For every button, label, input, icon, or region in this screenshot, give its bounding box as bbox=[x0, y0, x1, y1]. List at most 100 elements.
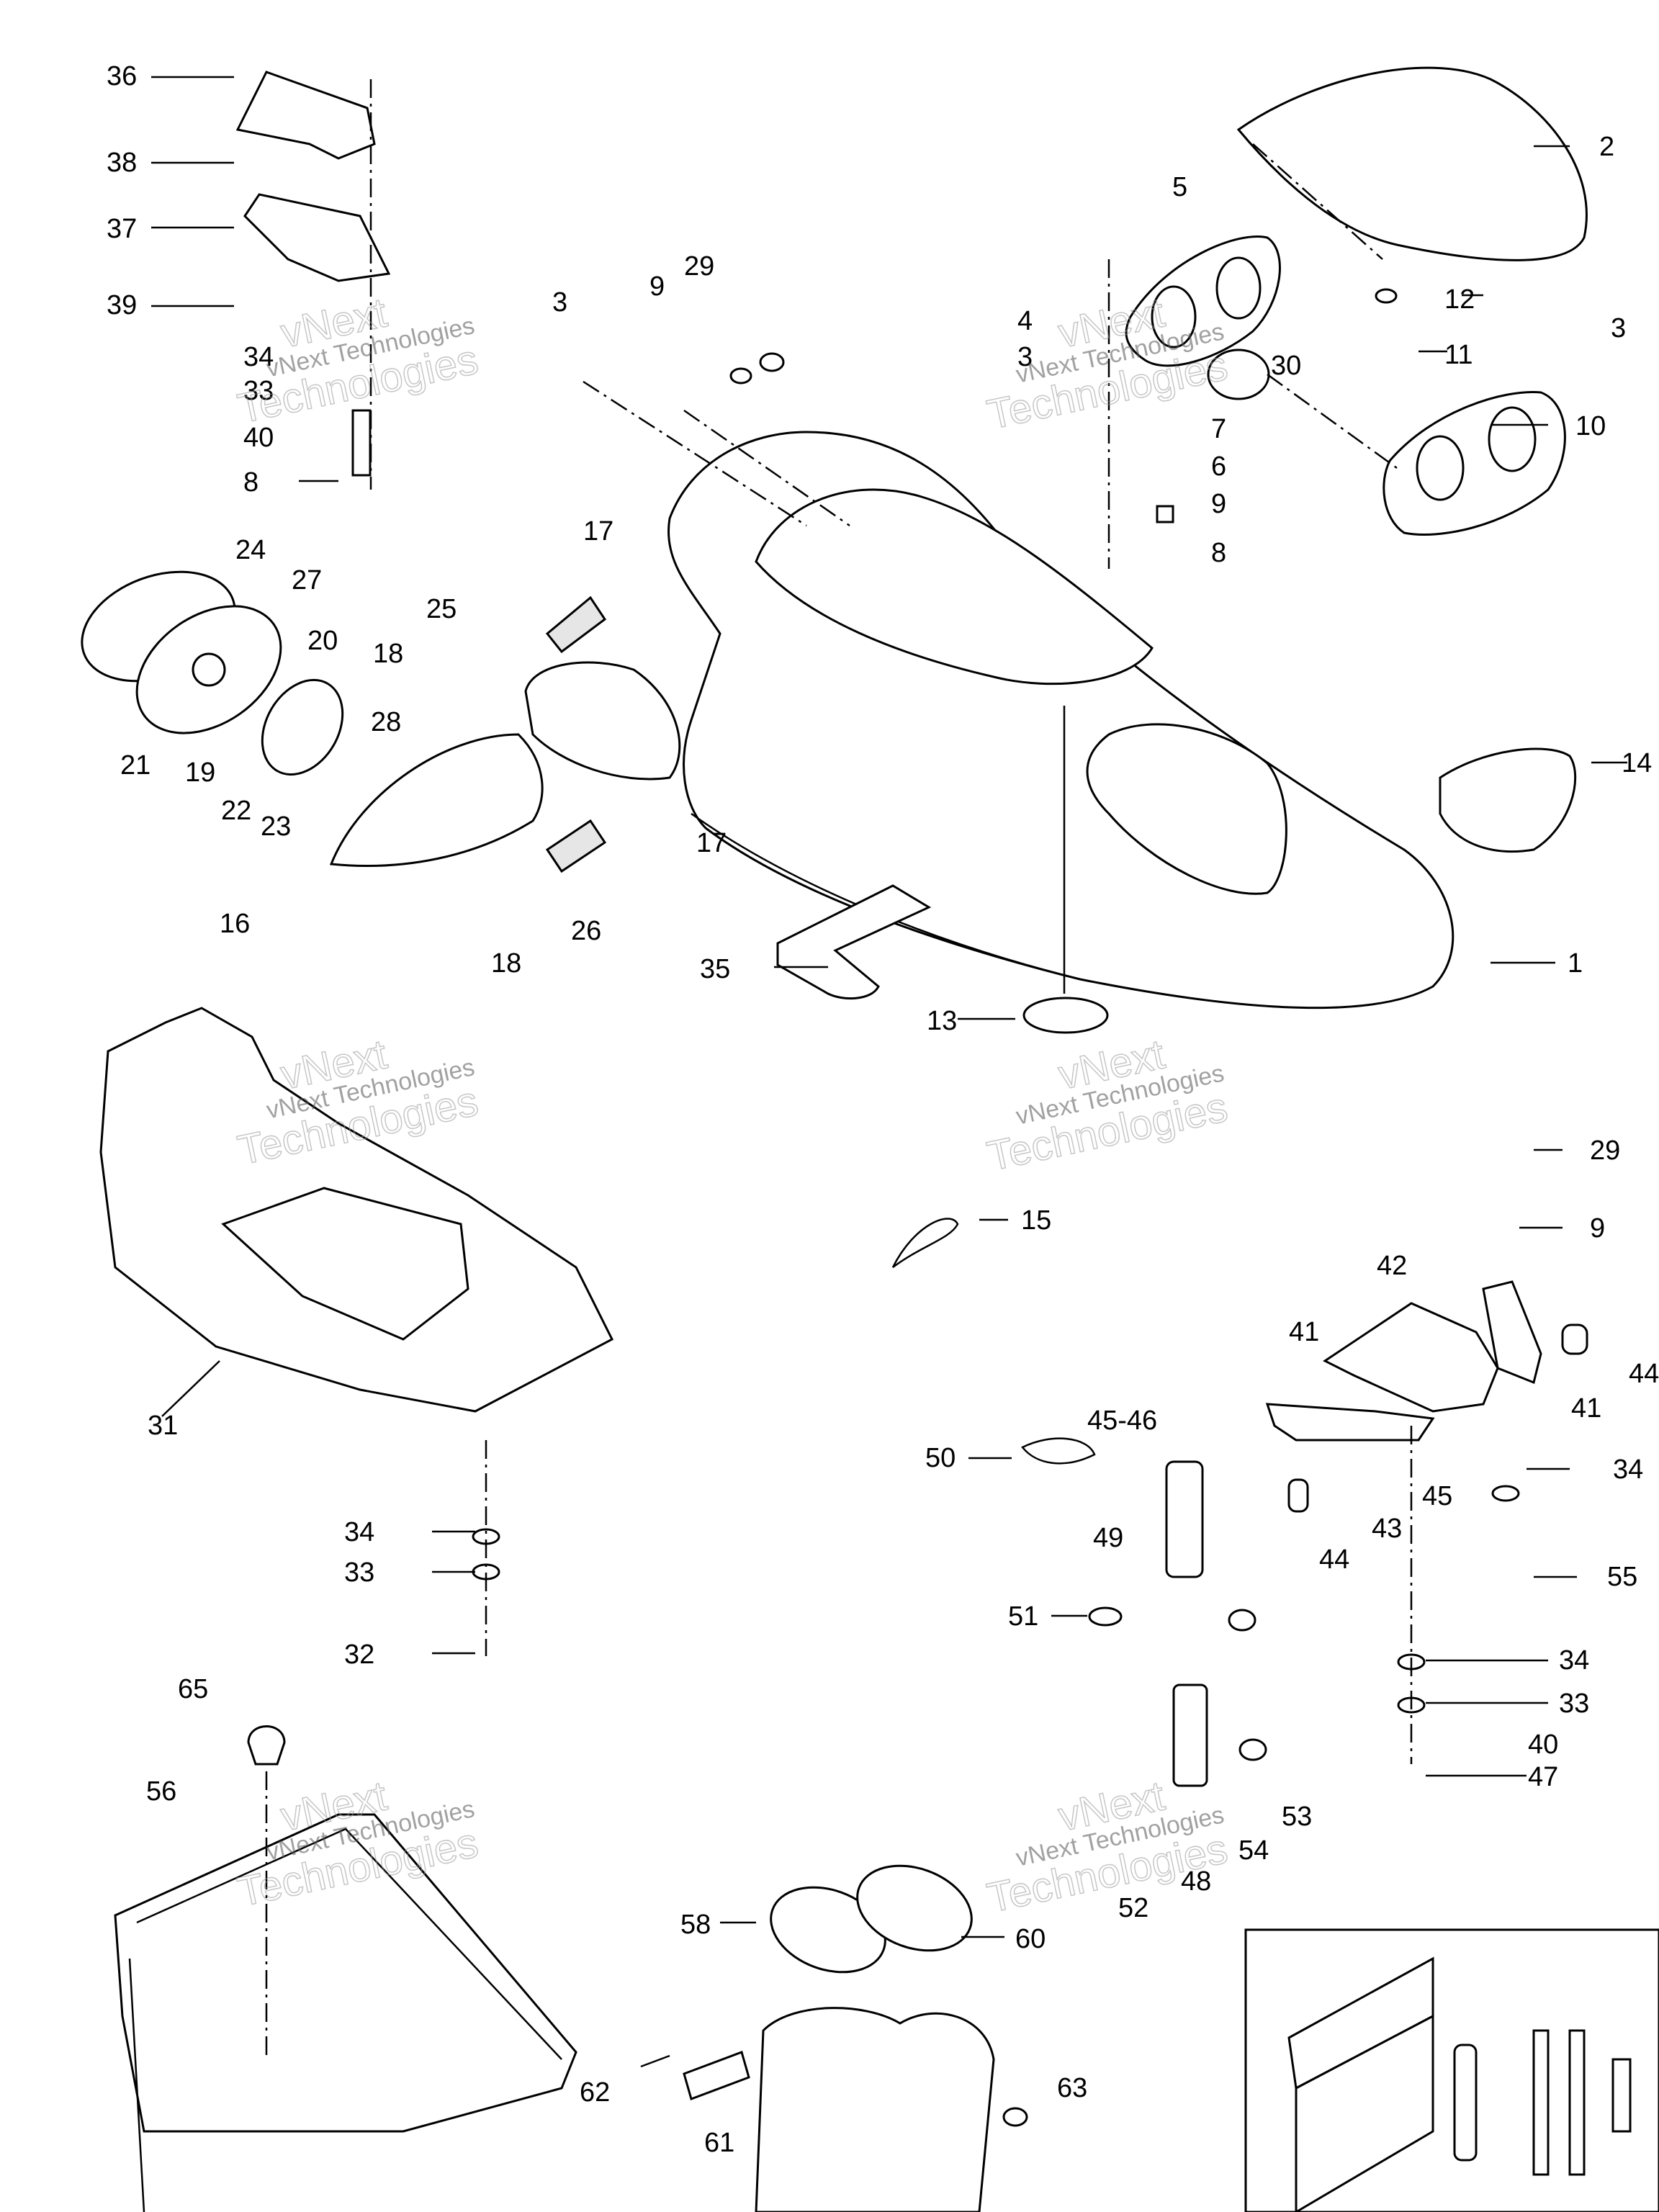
callout-38: 38 bbox=[107, 148, 137, 178]
callout-17: 17 bbox=[583, 516, 613, 547]
callout-27: 27 bbox=[292, 565, 322, 595]
part-56-storage-bin bbox=[114, 1813, 577, 2212]
callout-55: 55 bbox=[1607, 1562, 1637, 1592]
part-2-windshield bbox=[1236, 66, 1588, 261]
callout-32: 32 bbox=[344, 1640, 374, 1670]
part-63-washer bbox=[1002, 2107, 1028, 2127]
callout-9: 9 bbox=[649, 271, 665, 302]
callout-17b: 17 bbox=[696, 828, 727, 858]
callout-22: 22 bbox=[221, 796, 251, 826]
callout-4: 4 bbox=[1017, 306, 1033, 336]
part-36-latch-plate bbox=[235, 71, 376, 160]
callout-7: 7 bbox=[1211, 414, 1226, 444]
callout-9c: 9 bbox=[1590, 1213, 1605, 1244]
callout-60: 60 bbox=[1015, 1924, 1046, 1954]
callout-42: 42 bbox=[1377, 1251, 1407, 1281]
callout-39: 39 bbox=[107, 290, 137, 320]
callout-29: 29 bbox=[684, 251, 714, 282]
part-holder-body bbox=[755, 2007, 995, 2212]
part-41-bracket-arm bbox=[1265, 1403, 1435, 1442]
part-10-gauge-bezel bbox=[1382, 390, 1566, 536]
callout-34d: 34 bbox=[344, 1517, 374, 1547]
callout-10: 10 bbox=[1575, 411, 1606, 441]
part-5-gauge-plate bbox=[1125, 235, 1281, 367]
watermark-5: vNext vNext Technologies Technologies bbox=[233, 1772, 482, 1917]
part-65-knob bbox=[247, 1725, 286, 1766]
callout-43: 43 bbox=[1372, 1514, 1402, 1544]
callout-13: 13 bbox=[927, 1006, 957, 1036]
callout-5: 5 bbox=[1172, 172, 1187, 202]
callout-41: 41 bbox=[1289, 1317, 1319, 1347]
callout-36: 36 bbox=[107, 61, 137, 91]
callout-25: 25 bbox=[426, 594, 457, 624]
callout-33: 33 bbox=[243, 376, 274, 406]
leader-lines bbox=[151, 76, 1627, 1938]
callout-9b: 9 bbox=[1211, 489, 1226, 519]
callout-45-46: 45-46 bbox=[1087, 1406, 1157, 1436]
callout-34b: 34 bbox=[1613, 1455, 1643, 1485]
callout-19: 19 bbox=[185, 757, 215, 788]
callout-53: 53 bbox=[1282, 1802, 1312, 1832]
callout-12: 12 bbox=[1444, 284, 1475, 315]
callout-3: 3 bbox=[552, 287, 567, 318]
callout-34: 34 bbox=[243, 342, 274, 372]
callout-63: 63 bbox=[1057, 2073, 1087, 2103]
callout-34c: 34 bbox=[1559, 1645, 1589, 1676]
callout-48: 48 bbox=[1181, 1866, 1211, 1897]
callout-50: 50 bbox=[925, 1443, 956, 1473]
callout-8: 8 bbox=[243, 467, 258, 498]
callout-45: 45 bbox=[1422, 1481, 1452, 1511]
part-48-shock-body bbox=[1172, 1683, 1208, 1787]
part-28-vent bbox=[524, 661, 681, 781]
part-35-handle bbox=[776, 884, 932, 1000]
callout-37: 37 bbox=[107, 214, 137, 244]
part-60-cap bbox=[856, 1864, 973, 1952]
callout-35: 35 bbox=[700, 954, 730, 984]
callout-30: 30 bbox=[1271, 351, 1301, 381]
callout-52: 52 bbox=[1118, 1893, 1148, 1923]
callout-31: 31 bbox=[148, 1411, 178, 1441]
assembly-lines bbox=[265, 79, 1413, 2059]
part-14-grill bbox=[1439, 747, 1577, 853]
part-22-mirror-mount bbox=[261, 678, 344, 776]
part-25-bracket bbox=[545, 595, 607, 654]
part-61-plate bbox=[683, 2051, 750, 2100]
callout-24: 24 bbox=[235, 535, 266, 565]
callout-62: 62 bbox=[580, 2077, 610, 2108]
callout-20: 20 bbox=[307, 626, 338, 656]
part-13-grommet bbox=[1022, 997, 1109, 1034]
callout-44b: 44 bbox=[1319, 1545, 1349, 1575]
callout-29b: 29 bbox=[1590, 1136, 1620, 1166]
callout-8b: 8 bbox=[1211, 538, 1226, 568]
part-49-shock-top bbox=[1165, 1460, 1204, 1578]
part-62-rivet bbox=[640, 2054, 670, 2068]
callout-15: 15 bbox=[1021, 1205, 1051, 1236]
part-42-bracket bbox=[1323, 1302, 1499, 1413]
part-41-right-arm bbox=[1482, 1280, 1542, 1385]
callout-16: 16 bbox=[220, 909, 250, 939]
part-37-latch-base bbox=[243, 193, 391, 282]
callout-18b: 18 bbox=[491, 948, 521, 979]
callout-3c: 3 bbox=[1611, 313, 1626, 343]
callout-33c: 33 bbox=[344, 1557, 374, 1588]
callout-1: 1 bbox=[1568, 948, 1583, 979]
callout-21: 21 bbox=[120, 750, 150, 781]
part-15-tie bbox=[891, 1218, 959, 1269]
callout-18: 18 bbox=[373, 639, 403, 669]
toolkit-inset bbox=[1244, 1928, 1659, 2212]
part-31-lower-pan bbox=[99, 1007, 613, 1413]
part-1-hood bbox=[667, 431, 1455, 1010]
callout-61: 61 bbox=[704, 2128, 734, 2158]
callout-58: 58 bbox=[680, 1910, 711, 1940]
callout-26: 26 bbox=[571, 916, 601, 946]
callout-labels: 36 38 37 39 34 33 40 8 3 9 29 5 4 3 30 7… bbox=[107, 61, 1659, 2158]
callout-33b: 33 bbox=[1559, 1689, 1589, 1719]
callout-41b: 41 bbox=[1571, 1393, 1601, 1424]
part-58-cap bbox=[770, 1886, 886, 1974]
part-50-tie bbox=[1021, 1437, 1096, 1465]
part-26-bracket bbox=[545, 819, 607, 873]
callout-51: 51 bbox=[1008, 1601, 1038, 1632]
watermark-4: vNext vNext Technologies Technologies bbox=[983, 1030, 1232, 1181]
callout-54: 54 bbox=[1238, 1835, 1269, 1866]
